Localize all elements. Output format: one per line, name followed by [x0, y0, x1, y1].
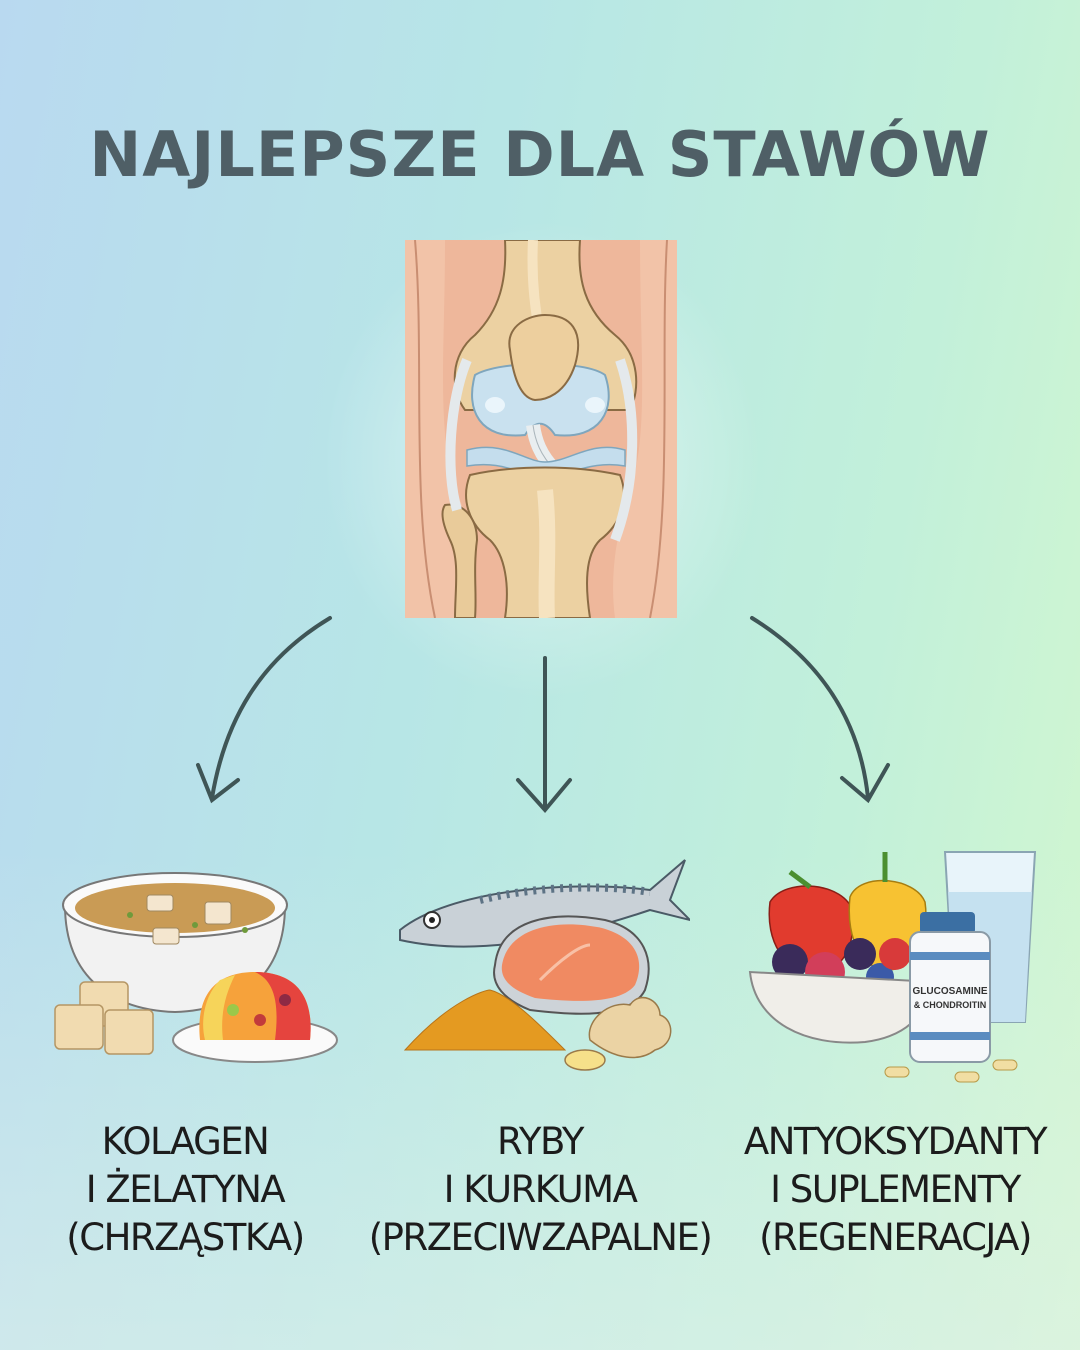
collagen-illustration — [54, 872, 338, 1063]
page-title: NAJLEPSZE DLA STAWÓW — [89, 118, 991, 191]
label-collagen: KOLAGEN I ŻELATYNA (CHRZĄSTKA) — [40, 1118, 330, 1262]
knee-joint-icon — [405, 240, 677, 618]
fish-illustration — [399, 859, 690, 1071]
ginger-root-icon — [564, 996, 672, 1071]
label-collagen-line3: (CHRZĄSTKA) — [66, 1216, 305, 1259]
arrow-left-icon — [210, 616, 332, 800]
label-fish: RYBY I KURKUMA (PRZECIWZAPALNE) — [348, 1118, 732, 1262]
label-antioxidants: ANTYOKSYDANTY I SUPLEMENTY (REGENERACJA) — [710, 1118, 1080, 1262]
label-fish-line2: I KURKUMA — [443, 1168, 638, 1211]
bottle-label-line1: GLUCOSAMINE — [913, 986, 988, 997]
label-antioxidants-line1: ANTYOKSYDANTY — [743, 1120, 1048, 1163]
antioxidants-illustration: GLUCOSAMINE & CHONDROITIN — [748, 851, 1037, 1083]
mackerel-fish-icon — [399, 859, 690, 948]
label-collagen-line1: KOLAGEN — [101, 1120, 270, 1163]
label-antioxidants-line2: I SUPLEMENTY — [770, 1168, 1021, 1211]
arrows — [196, 616, 890, 814]
bottle-label-line2: & CHONDROITIN — [914, 1000, 987, 1010]
turmeric-powder-icon — [403, 989, 567, 1051]
label-fish-line3: (PRZECIWZAPALNE) — [368, 1216, 713, 1259]
label-fish-line1: RYBY — [497, 1120, 584, 1163]
jelly-mold-icon — [172, 972, 338, 1063]
supplement-bottle-icon: GLUCOSAMINE & CHONDROITIN — [884, 912, 1018, 1083]
gelatin-cubes-icon — [54, 981, 154, 1055]
label-collagen-line2: I ŻELATYNA — [85, 1168, 286, 1211]
salmon-steak-icon — [493, 915, 650, 1015]
arrow-right-icon — [750, 616, 870, 800]
label-antioxidants-line3: (REGENERACJA) — [759, 1216, 1032, 1259]
